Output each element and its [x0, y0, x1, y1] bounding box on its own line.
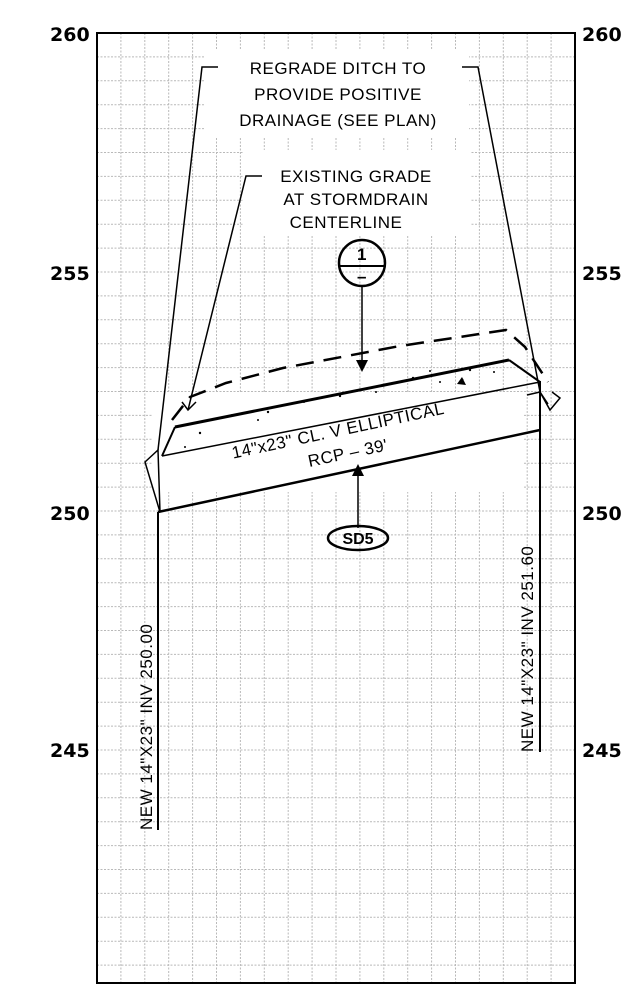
left-invert-label: NEW 14"X23" INV 250.00	[137, 624, 156, 830]
pipe-left-end	[161, 426, 176, 457]
regrade-callout-line-3: DRAINAGE (SEE PLAN)	[239, 111, 437, 130]
elevation-label-left-245: 245	[50, 740, 90, 762]
concrete-stipple	[184, 368, 495, 448]
elevation-label-right-245: 245	[582, 740, 622, 762]
existing-grade-callout-line-2: AT STORMDRAIN	[283, 190, 428, 209]
pipe-area-mask	[152, 392, 524, 492]
pipe-profile	[157, 358, 541, 514]
elevation-label-left-260: 260	[50, 24, 90, 46]
existing-grade-line	[171, 328, 550, 421]
regrade-callout-line-2: PROVIDE POSITIVE	[254, 85, 422, 104]
right-invert-label: NEW 14"X23" INV 251.60	[518, 546, 537, 752]
profile-frame	[96, 32, 576, 984]
section-marker-number: 1	[357, 245, 367, 264]
pipe-invert-line	[157, 428, 541, 514]
regrade-callout-line-1: REGRADE DITCH TO	[250, 59, 426, 78]
existing-grade-callout-line-3: CENTERLINE	[290, 213, 403, 232]
existing-grade-callout-mask	[244, 150, 470, 236]
existing-grade-leader	[181, 175, 262, 412]
elevation-label-left-255: 255	[50, 263, 90, 285]
pipe-outer-line	[161, 381, 541, 457]
regrade-leaders	[144, 66, 562, 513]
elevation-label-left-250: 250	[50, 503, 90, 525]
regrade-callout-mask	[205, 50, 469, 138]
pipe-crown-line	[174, 358, 510, 429]
pipe-tag: SD5	[326, 464, 390, 552]
section-marker: 1 –	[337, 238, 387, 372]
section-marker-sheet: –	[357, 267, 367, 286]
existing-grade-callout-line-1: EXISTING GRADE	[280, 167, 432, 186]
pipe-tag-label: SD5	[342, 531, 373, 548]
elevation-label-right-260: 260	[582, 24, 622, 46]
elevation-label-right-255: 255	[582, 263, 622, 285]
pipe-right-end	[508, 359, 541, 383]
elevation-label-right-250: 250	[582, 503, 622, 525]
